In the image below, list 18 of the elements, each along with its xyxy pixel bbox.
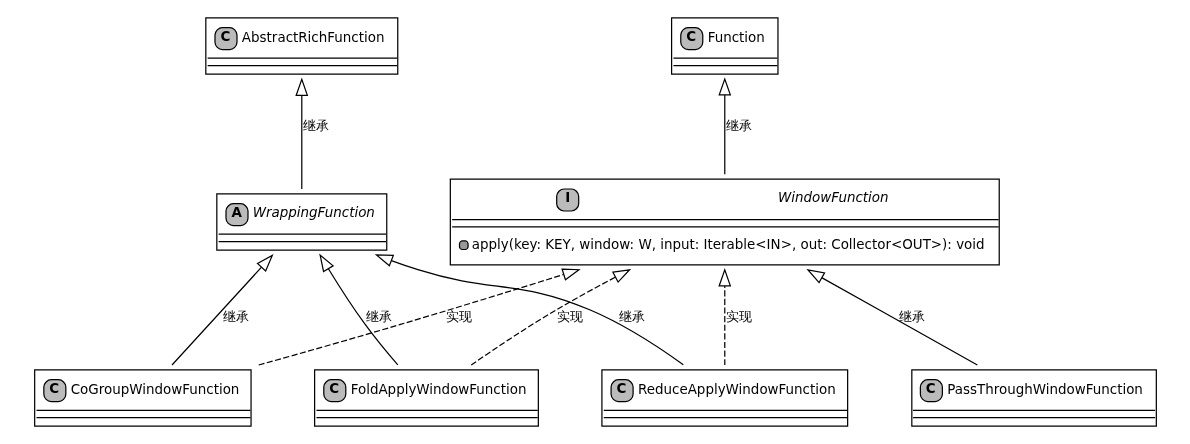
edge-label: 继承 <box>222 308 249 324</box>
arrow <box>318 253 398 366</box>
arrow <box>294 77 308 190</box>
arrow <box>805 269 978 366</box>
edge-label: 实现 <box>725 308 752 324</box>
edge-label: 实现 <box>445 308 472 324</box>
edge-label: 继承 <box>365 308 392 324</box>
edge-label: 继承 <box>898 308 925 324</box>
arrow <box>717 77 731 175</box>
arrow <box>374 254 684 366</box>
edge-label: 继承 <box>618 308 645 324</box>
edge-label: 继承 <box>725 118 752 134</box>
edge-label: 继承 <box>302 118 329 134</box>
arrow <box>170 254 274 366</box>
arrow <box>470 268 631 366</box>
edge-label: 实现 <box>556 308 583 324</box>
arrow <box>257 268 581 366</box>
arrow <box>717 268 731 366</box>
